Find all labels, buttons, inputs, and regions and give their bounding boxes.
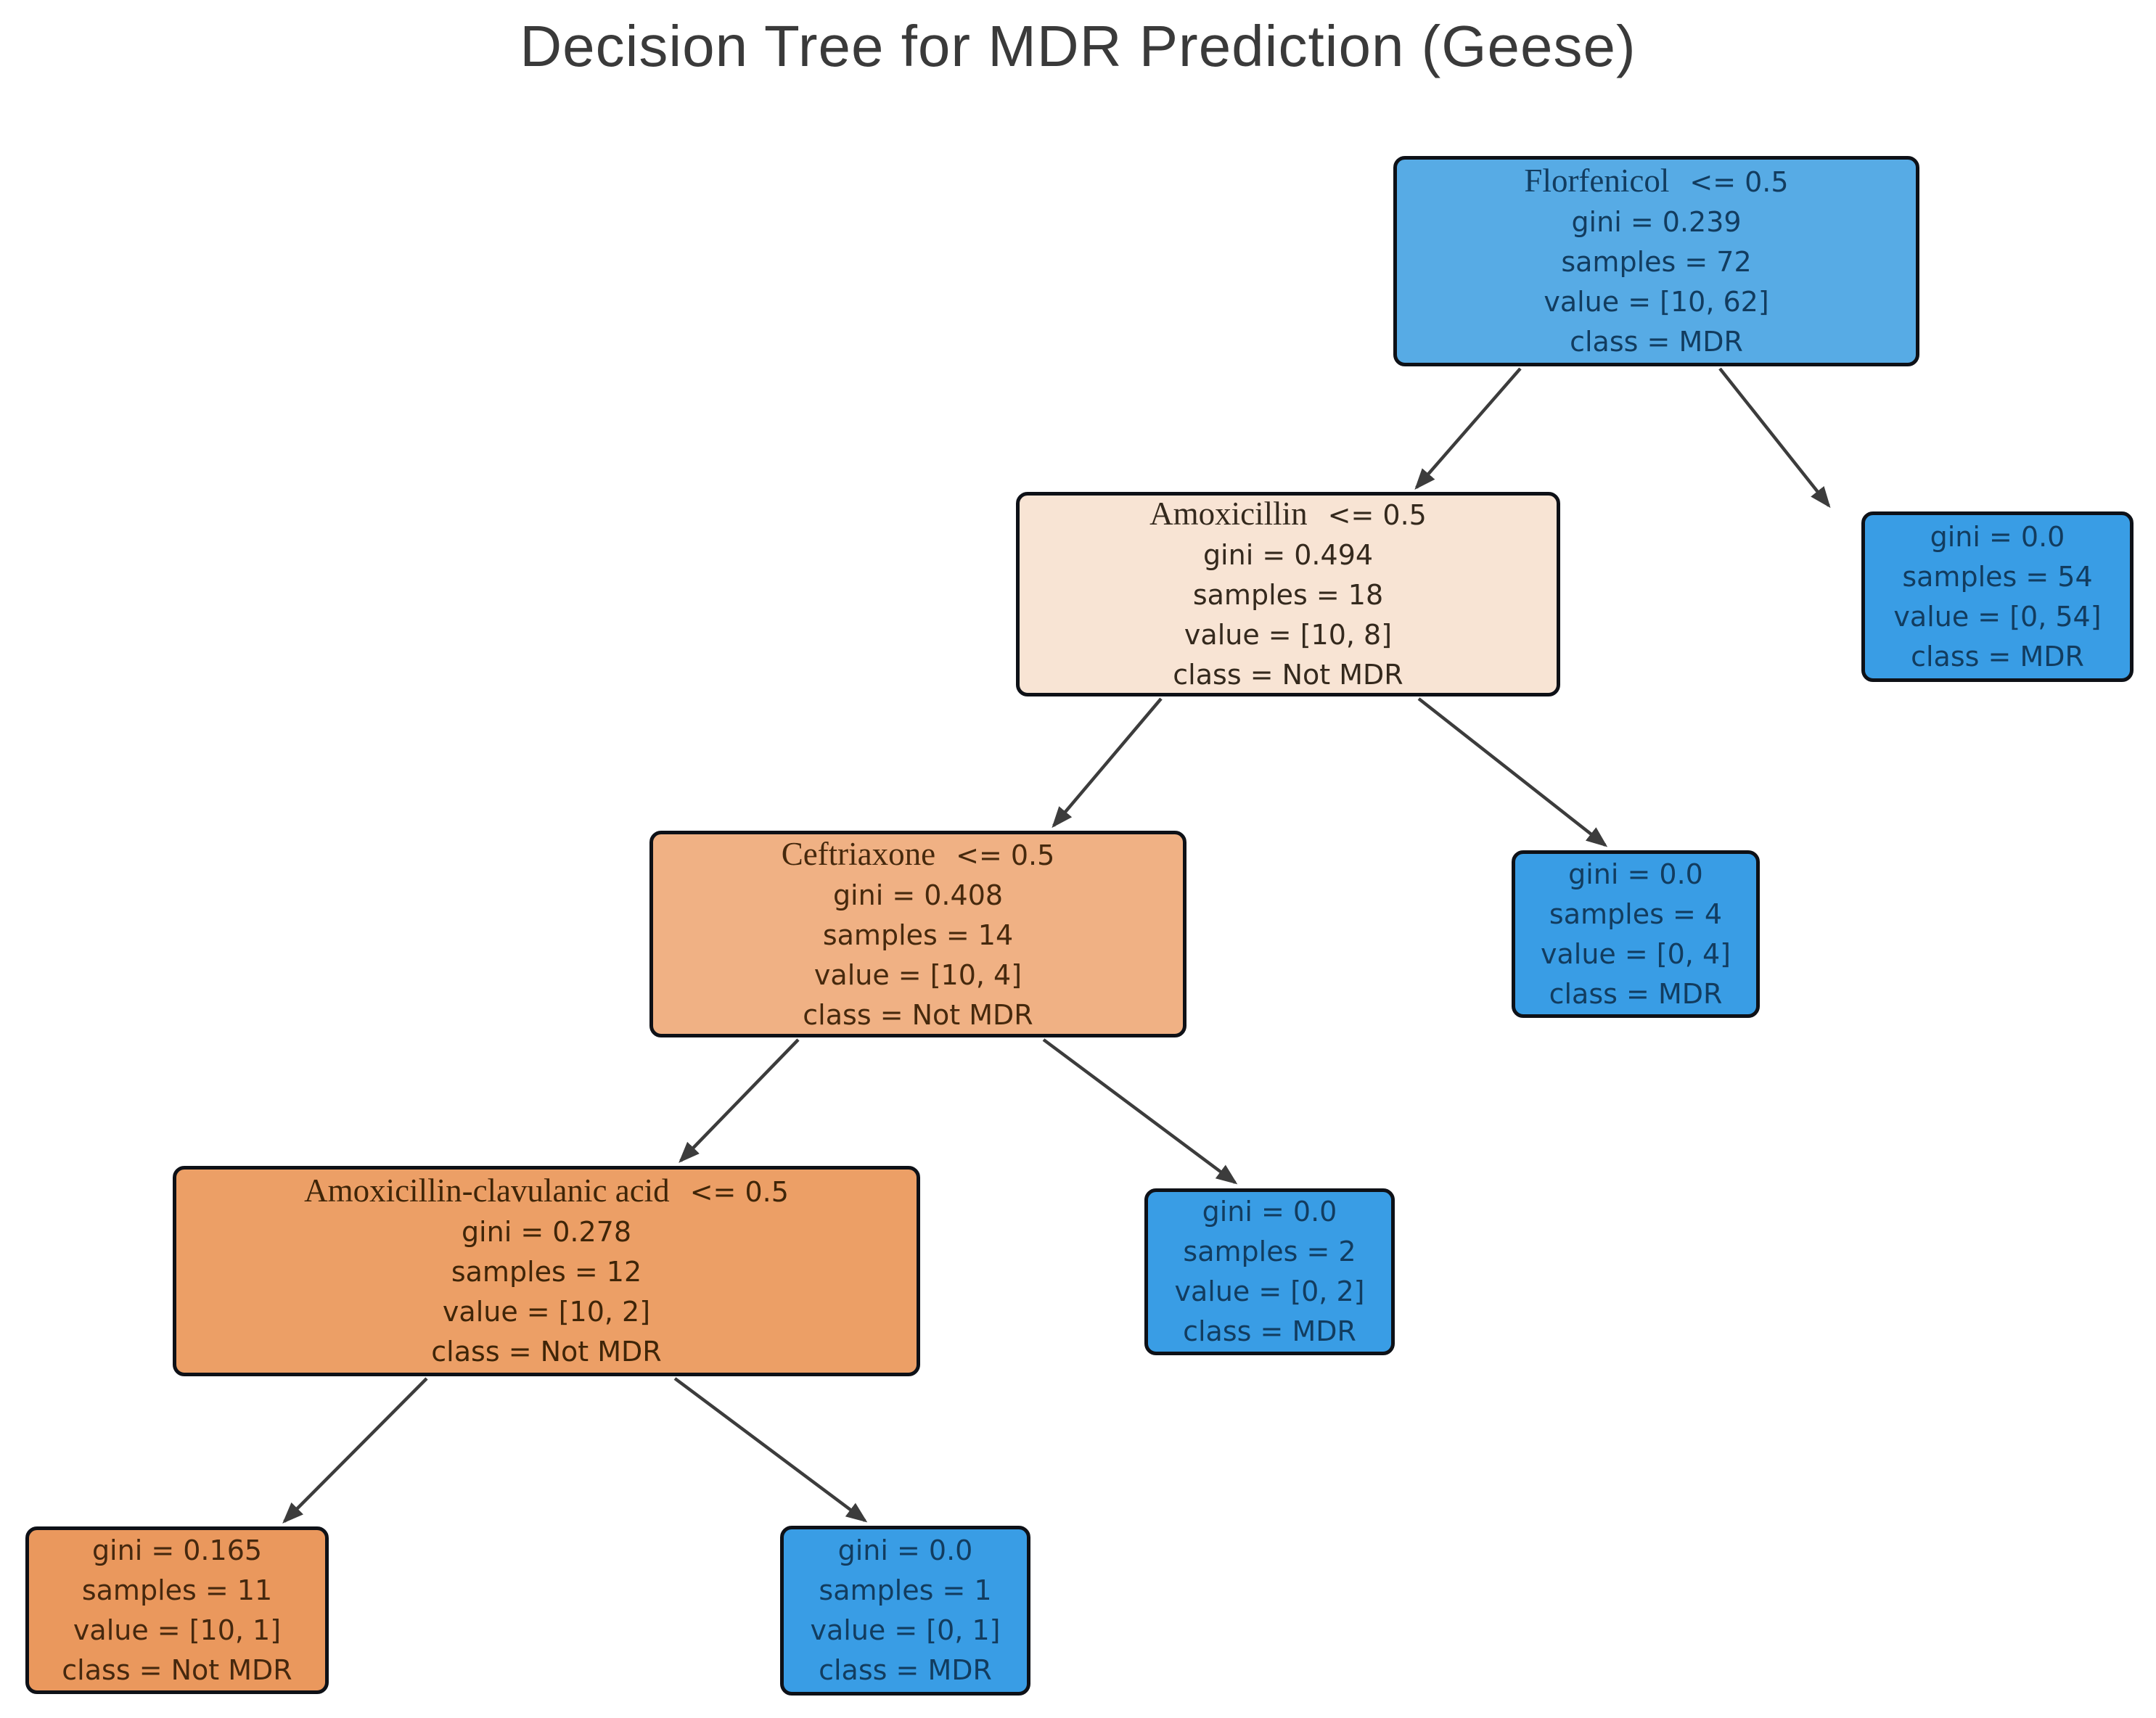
- node-samples-count: samples = 72: [1561, 246, 1752, 278]
- node-class-label: class = MDR: [1549, 977, 1723, 1010]
- node-samples-count: samples = 54: [1902, 560, 2093, 593]
- node-gini-value: gini = 0.0: [1202, 1196, 1337, 1228]
- node-value-distribution: value = [0, 2]: [1174, 1275, 1365, 1307]
- node-class-label: class = Not MDR: [803, 998, 1033, 1031]
- node-value-distribution: value = [0, 1]: [810, 1614, 1001, 1646]
- node-class-label: class = Not MDR: [62, 1653, 292, 1686]
- node-feature-name: Florfenicol: [1524, 163, 1670, 199]
- node-gini-value: gini = 0.0: [1930, 520, 2065, 553]
- node-split-header: Florfenicol <= 0.5: [1524, 160, 1788, 202]
- node-value-distribution: value = [10, 1]: [73, 1614, 282, 1646]
- node-samples-count: samples = 14: [822, 918, 1014, 951]
- node-value-distribution: value = [10, 62]: [1544, 286, 1769, 318]
- node-value-distribution: value = [10, 4]: [813, 958, 1022, 991]
- tree-node-amoxicillin-clavulanic-acid-split: Amoxicillin-clavulanic acid <= 0.5 gini = …: [173, 1166, 920, 1376]
- tree-node-florfenicol-split: Florfenicol <= 0.5 gini = 0.239 samples = 7…: [1393, 156, 1919, 366]
- node-split-condition: <= 0.5: [956, 839, 1055, 871]
- edge-florfenicol-split-to-mdr-leaf-54: [1718, 367, 1831, 509]
- node-feature-name: Amoxicillin: [1149, 496, 1308, 532]
- node-samples-count: samples = 11: [81, 1574, 273, 1606]
- node-samples-count: samples = 18: [1192, 579, 1384, 611]
- node-gini-value: gini = 0.408: [832, 879, 1004, 911]
- node-value-distribution: value = [0, 4]: [1541, 937, 1731, 970]
- node-split-header: Ceftriaxone <= 0.5: [782, 834, 1055, 876]
- node-gini-value: gini = 0.165: [91, 1534, 263, 1566]
- node-class-label: class = MDR: [1570, 326, 1743, 358]
- figure-title: Decision Tree for MDR Prediction (Geese): [520, 14, 1636, 78]
- node-gini-value: gini = 0.0: [837, 1534, 973, 1566]
- node-gini-value: gini = 0.0: [1568, 858, 1703, 890]
- node-split-header: Amoxicillin <= 0.5: [1149, 493, 1427, 535]
- tree-node-mdr-leaf-54: gini = 0.0 samples = 54 value = [0, 54] cla…: [1861, 511, 2134, 682]
- node-gini-value: gini = 0.494: [1202, 539, 1374, 571]
- node-class-label: class = Not MDR: [431, 1336, 662, 1368]
- node-split-condition: <= 0.5: [689, 1176, 789, 1208]
- node-gini-value: gini = 0.239: [1571, 206, 1742, 238]
- tree-node-amoxicillin-split: Amoxicillin <= 0.5 gini = 0.494 samples = 1…: [1016, 492, 1560, 696]
- tree-node-mdr-leaf-1: gini = 0.0 samples = 1 value = [0, 1] class…: [780, 1526, 1030, 1696]
- node-split-condition: <= 0.5: [1327, 499, 1427, 531]
- node-samples-count: samples = 1: [819, 1574, 992, 1606]
- tree-node-ceftriaxone-split: Ceftriaxone <= 0.5 gini = 0.408 samples = 1…: [649, 831, 1186, 1037]
- tree-node-mdr-leaf-4: gini = 0.0 samples = 4 value = [0, 4] class…: [1512, 850, 1760, 1018]
- node-feature-name: Amoxicillin-clavulanic acid: [304, 1172, 670, 1209]
- tree-node-not-mdr-leaf-11: gini = 0.165 samples = 11 value = [10, 1] c…: [25, 1526, 329, 1694]
- node-feature-name: Ceftriaxone: [781, 835, 936, 872]
- edge-florfenicol-split-to-amoxicillin-split: [1414, 367, 1522, 490]
- node-gini-value: gini = 0.278: [461, 1216, 632, 1248]
- node-split-header: Amoxicillin-clavulanic acid <= 0.5: [304, 1170, 789, 1212]
- edge-amoxicillin-clavulanic-acid-split-to-not-mdr-leaf-11: [282, 1377, 428, 1524]
- node-samples-count: samples = 4: [1549, 897, 1723, 930]
- edge-amoxicillin-split-to-mdr-leaf-4: [1417, 697, 1608, 847]
- node-samples-count: samples = 2: [1183, 1236, 1356, 1267]
- edge-ceftriaxone-split-to-amoxicillin-clavulanic-acid-split: [679, 1038, 800, 1163]
- node-value-distribution: value = [10, 8]: [1184, 619, 1393, 651]
- node-samples-count: samples = 12: [451, 1256, 642, 1288]
- node-value-distribution: value = [10, 2]: [442, 1296, 651, 1328]
- node-class-label: class = MDR: [819, 1654, 992, 1686]
- node-class-label: class = MDR: [1183, 1315, 1356, 1347]
- edge-amoxicillin-split-to-ceftriaxone-split: [1052, 697, 1163, 829]
- tree-node-mdr-leaf-2: gini = 0.0 samples = 2 value = [0, 2] class…: [1144, 1188, 1395, 1355]
- edge-amoxicillin-clavulanic-acid-split-to-mdr-leaf-1: [673, 1377, 868, 1523]
- node-value-distribution: value = [0, 54]: [1893, 600, 2102, 633]
- node-split-condition: <= 0.5: [1689, 166, 1789, 198]
- node-class-label: class = Not MDR: [1173, 659, 1403, 691]
- edge-ceftriaxone-split-to-mdr-leaf-2: [1042, 1038, 1238, 1185]
- node-class-label: class = MDR: [1911, 640, 2084, 673]
